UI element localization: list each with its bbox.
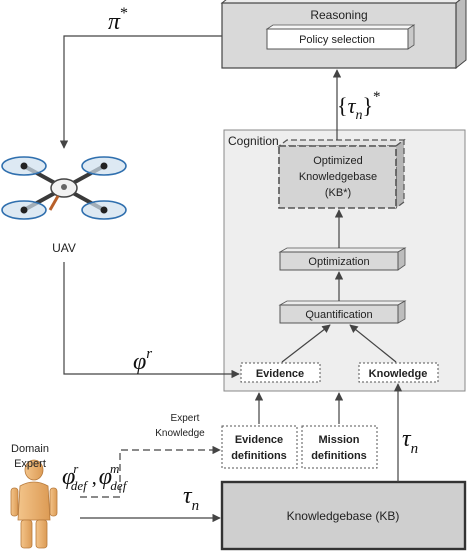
policy-selection-box: [266, 28, 409, 50]
mission-definitions-box: [301, 425, 378, 469]
expert-knowledge-line2: Knowledge: [155, 428, 205, 439]
mission-definitions-line1: Mission: [319, 434, 360, 446]
expert-knowledge-dashed-arrow: [80, 445, 221, 498]
policy-to-uav-arrow: [59, 35, 222, 149]
uav-label: UAV: [52, 241, 76, 255]
tau-n-knowledge-label: τn: [402, 426, 418, 457]
evidence-definitions-line1: Evidence: [235, 434, 283, 446]
pi-star-label: π*: [108, 5, 128, 35]
domain-expert-line2: Expert: [14, 458, 46, 470]
evidence-definitions-box: [221, 425, 298, 469]
reasoning-block: Reasoning Policy selection: [220, 0, 467, 70]
domain-expert-line1: Domain: [11, 443, 49, 455]
cognition-panel: Cognition Optimized Knowledgebase (KB*) …: [223, 129, 466, 392]
optimized-kb-line3: (KB*): [325, 187, 351, 199]
definitions-group: Evidence definitions Mission definitions: [221, 425, 378, 469]
tau-set-label: {τn}*: [337, 89, 381, 123]
knowledge-label: Knowledge: [369, 368, 428, 380]
quantification-label: Quantification: [305, 309, 372, 321]
evidence-to-quantification-arrow: [281, 324, 331, 363]
reasoning-title: Reasoning: [310, 8, 367, 22]
knowledgebase-box: [220, 480, 467, 551]
evidence-label: Evidence: [256, 368, 304, 380]
policy-selection-label: Policy selection: [299, 34, 375, 46]
tau-n-expert-label: τn: [183, 483, 199, 514]
domain-expert-figure: [10, 459, 58, 549]
uav-drone-icon: [1, 156, 127, 220]
evidence-box: [240, 362, 321, 383]
knowledgebase-label: Knowledgebase (KB): [287, 509, 400, 523]
knowledge-to-quantification-arrow: [349, 324, 397, 363]
connectors: [59, 35, 403, 523]
knowledge-box: [358, 362, 439, 383]
knowledgebase-block: Knowledgebase (KB): [220, 480, 467, 551]
optimization-box: [279, 251, 399, 271]
optimization-label: Optimization: [308, 256, 369, 268]
cognition-title: Cognition: [228, 134, 279, 148]
optimized-kb-box: [278, 145, 397, 209]
mission-definitions-line2: definitions: [311, 450, 367, 462]
uav-to-evidence-arrow: [63, 262, 240, 379]
phi-r-label: φr: [133, 346, 152, 375]
optimized-kb-line2: Knowledgebase: [299, 171, 377, 183]
optimized-kb-line1: Optimized: [313, 155, 363, 167]
evidence-definitions-line2: definitions: [231, 450, 287, 462]
expert-knowledge-line1: Expert: [171, 413, 200, 424]
quantification-box: [279, 304, 399, 324]
